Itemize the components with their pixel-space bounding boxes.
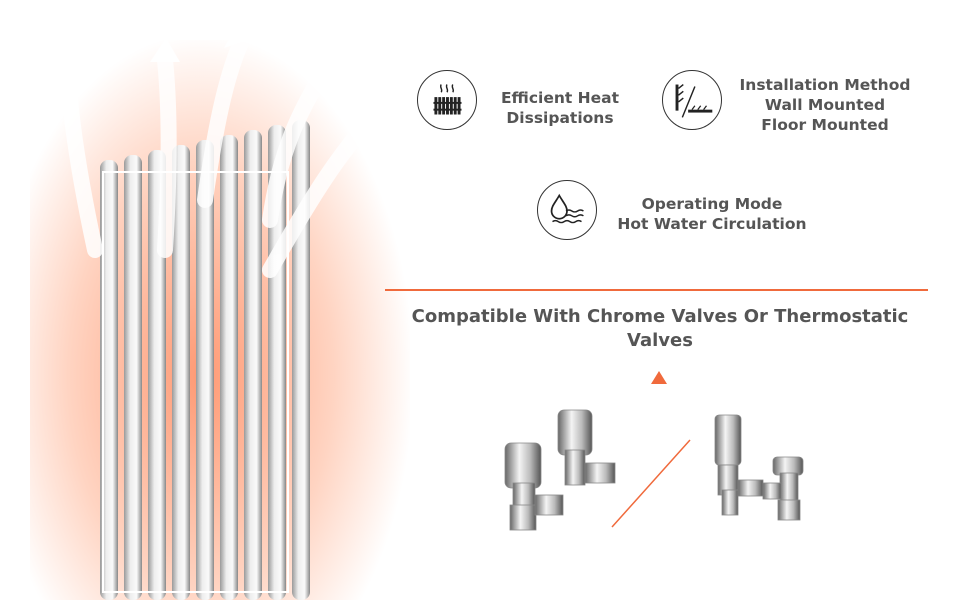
valves-image	[504, 409, 804, 531]
separator-line	[611, 439, 691, 528]
chrome-valve	[504, 409, 616, 531]
feature-installation-line: Floor Mounted	[761, 116, 889, 134]
arrowhead	[224, 28, 254, 48]
feature-heat-text: Efficient Heat Dissipations	[490, 88, 630, 128]
heat-arrow	[262, 102, 388, 278]
compat-title-line: Valves	[627, 330, 693, 351]
flow-path	[102, 171, 289, 593]
heat-arrows	[60, 37, 388, 278]
feature-installation-line: Installation Method	[739, 76, 911, 94]
compat-title-line: Compatible With Chrome Valves Or Thermos…	[411, 306, 909, 327]
triangle-marker	[651, 371, 667, 384]
radiator-tube	[148, 150, 166, 600]
feature-operating-line: Operating Mode	[641, 195, 783, 213]
radiator-tube	[172, 145, 190, 600]
radiator-tube	[220, 135, 238, 600]
feature-operating-line: Hot Water Circulation	[617, 215, 807, 233]
arrowhead	[365, 95, 392, 122]
arrowhead	[52, 48, 84, 72]
radiator-tube	[124, 155, 142, 600]
arrowhead	[310, 50, 340, 75]
feature-operating-text: Operating Mode Hot Water Circulation	[612, 194, 812, 234]
wall-floor-mount-icon	[662, 70, 722, 130]
feature-heat-line: Dissipations	[506, 109, 614, 127]
divider-line	[385, 289, 928, 291]
arrowhead	[150, 38, 180, 62]
compat-title: Compatible With Chrome Valves Or Thermos…	[385, 305, 935, 353]
feature-heat-line: Efficient Heat	[500, 89, 620, 107]
thermostatic-valve	[714, 414, 804, 521]
radiator-image	[52, 28, 392, 600]
heat-arrow	[262, 62, 333, 228]
feature-installation-text: Installation Method Wall Mounted Floor M…	[735, 75, 915, 135]
heat-arrow	[60, 62, 103, 258]
heat-arrowheads	[52, 28, 392, 122]
radiator-tube	[196, 140, 214, 600]
heat-arrow	[157, 52, 177, 258]
radiator-tube	[244, 130, 262, 600]
radiator-tubes	[100, 120, 310, 600]
heat-arrow	[197, 37, 248, 208]
water-drop-waves-icon	[537, 180, 597, 240]
feature-installation-line: Wall Mounted	[764, 96, 886, 114]
radiator-heat-icon	[417, 70, 477, 130]
radiator-tube	[100, 160, 118, 600]
